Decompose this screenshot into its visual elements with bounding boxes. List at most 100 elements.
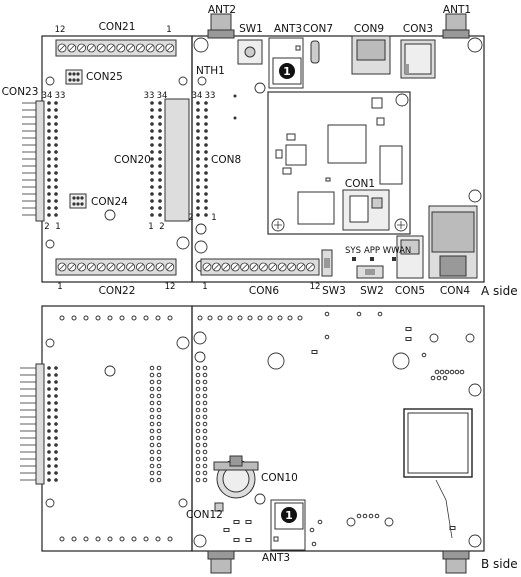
- pin: [47, 192, 51, 196]
- pad: [267, 315, 273, 321]
- pin: [196, 171, 200, 175]
- pin: [196, 129, 200, 133]
- pin: [47, 122, 51, 126]
- con20-pin-1: 1: [148, 222, 153, 232]
- pin: [47, 178, 51, 182]
- pin: [150, 150, 154, 154]
- pad: [156, 477, 162, 483]
- con12-label: CON12: [186, 509, 223, 521]
- pad: [119, 315, 125, 321]
- pin: [54, 478, 58, 482]
- screw-slot: [69, 264, 75, 270]
- pin: [54, 443, 58, 447]
- pad: [156, 372, 162, 378]
- smd-pad: [233, 538, 240, 542]
- screw-slot: [167, 264, 173, 270]
- screw-slot: [204, 264, 210, 270]
- screw-slot: [147, 45, 153, 51]
- pin: [47, 101, 51, 105]
- pin: [196, 185, 200, 189]
- pin: [150, 108, 154, 112]
- pin: [47, 408, 51, 412]
- pin: [158, 199, 162, 203]
- pin: [150, 164, 154, 168]
- pin: [204, 129, 208, 133]
- con21-label: CON21: [99, 21, 136, 33]
- pin: [54, 164, 58, 168]
- screw-slot: [137, 45, 144, 51]
- pin: [54, 101, 58, 105]
- b-left-board-outline: [41, 305, 193, 552]
- pin: [204, 108, 208, 112]
- pin: [158, 171, 162, 175]
- screw-slot: [279, 264, 285, 270]
- pad: [143, 315, 149, 321]
- con6-pin-right: 12: [310, 282, 321, 292]
- pin: [54, 185, 58, 189]
- pin: [54, 213, 58, 217]
- pad: [202, 379, 208, 385]
- pin: [54, 366, 58, 370]
- mounting-hole: [194, 351, 206, 363]
- pad: [59, 315, 65, 321]
- pin: [54, 457, 58, 461]
- con10-battery-holder: [213, 455, 259, 499]
- pad: [324, 311, 330, 317]
- pad: [237, 315, 243, 321]
- pin: [196, 122, 200, 126]
- pin: [54, 429, 58, 433]
- mounting-hole: [45, 338, 55, 348]
- pin: [54, 171, 58, 175]
- screw-slot: [167, 45, 173, 51]
- pad: [156, 386, 162, 392]
- con20-pin-header: [150, 101, 162, 217]
- screw-slot: [157, 264, 163, 270]
- pin: [54, 199, 58, 203]
- sw1-label: SW1: [239, 23, 263, 35]
- con22-pin-right: 12: [165, 282, 176, 292]
- pad: [195, 393, 201, 399]
- smd-pad: [223, 528, 230, 532]
- wwan-led-label: WWAN: [383, 246, 412, 256]
- pin: [54, 150, 58, 154]
- pin: [158, 129, 162, 133]
- con23-pin-1: 1: [55, 222, 60, 232]
- pad: [439, 369, 445, 375]
- con23-pin-34: 34: [42, 91, 53, 101]
- pin: [204, 101, 208, 105]
- pad: [430, 375, 436, 381]
- pad: [149, 400, 155, 406]
- con8-label: CON8: [211, 154, 241, 166]
- pin: [47, 108, 51, 112]
- smd-pad: [233, 520, 240, 524]
- pad: [317, 519, 323, 525]
- pin: [196, 157, 200, 161]
- con20-label: CON20: [114, 154, 151, 166]
- pad: [207, 315, 213, 321]
- pin: [196, 192, 200, 196]
- pin: [158, 213, 162, 217]
- mounting-hole: [429, 333, 439, 343]
- screw-slot: [98, 264, 104, 270]
- pin: [47, 366, 51, 370]
- screw-slot: [147, 264, 153, 270]
- pad: [202, 428, 208, 434]
- pin: [47, 429, 51, 433]
- b-ant-bottom-right: [442, 550, 470, 574]
- b-side-view: 1 CON10 CON12 ANT3 B side: [20, 305, 518, 574]
- screw-slot: [78, 264, 85, 270]
- b-bottom-pad-row: [59, 536, 173, 542]
- pin: [47, 401, 51, 405]
- pin: [54, 401, 58, 405]
- pad: [195, 400, 201, 406]
- pin: [54, 122, 58, 126]
- pin: [54, 143, 58, 147]
- con22-label: CON22: [99, 285, 136, 297]
- mounting-hole: [468, 189, 482, 203]
- pad: [195, 372, 201, 378]
- pin: [54, 380, 58, 384]
- pin: [204, 199, 208, 203]
- pad: [167, 315, 173, 321]
- con4-ethernet-connector: [428, 205, 478, 279]
- con25-label: CON25: [86, 71, 123, 83]
